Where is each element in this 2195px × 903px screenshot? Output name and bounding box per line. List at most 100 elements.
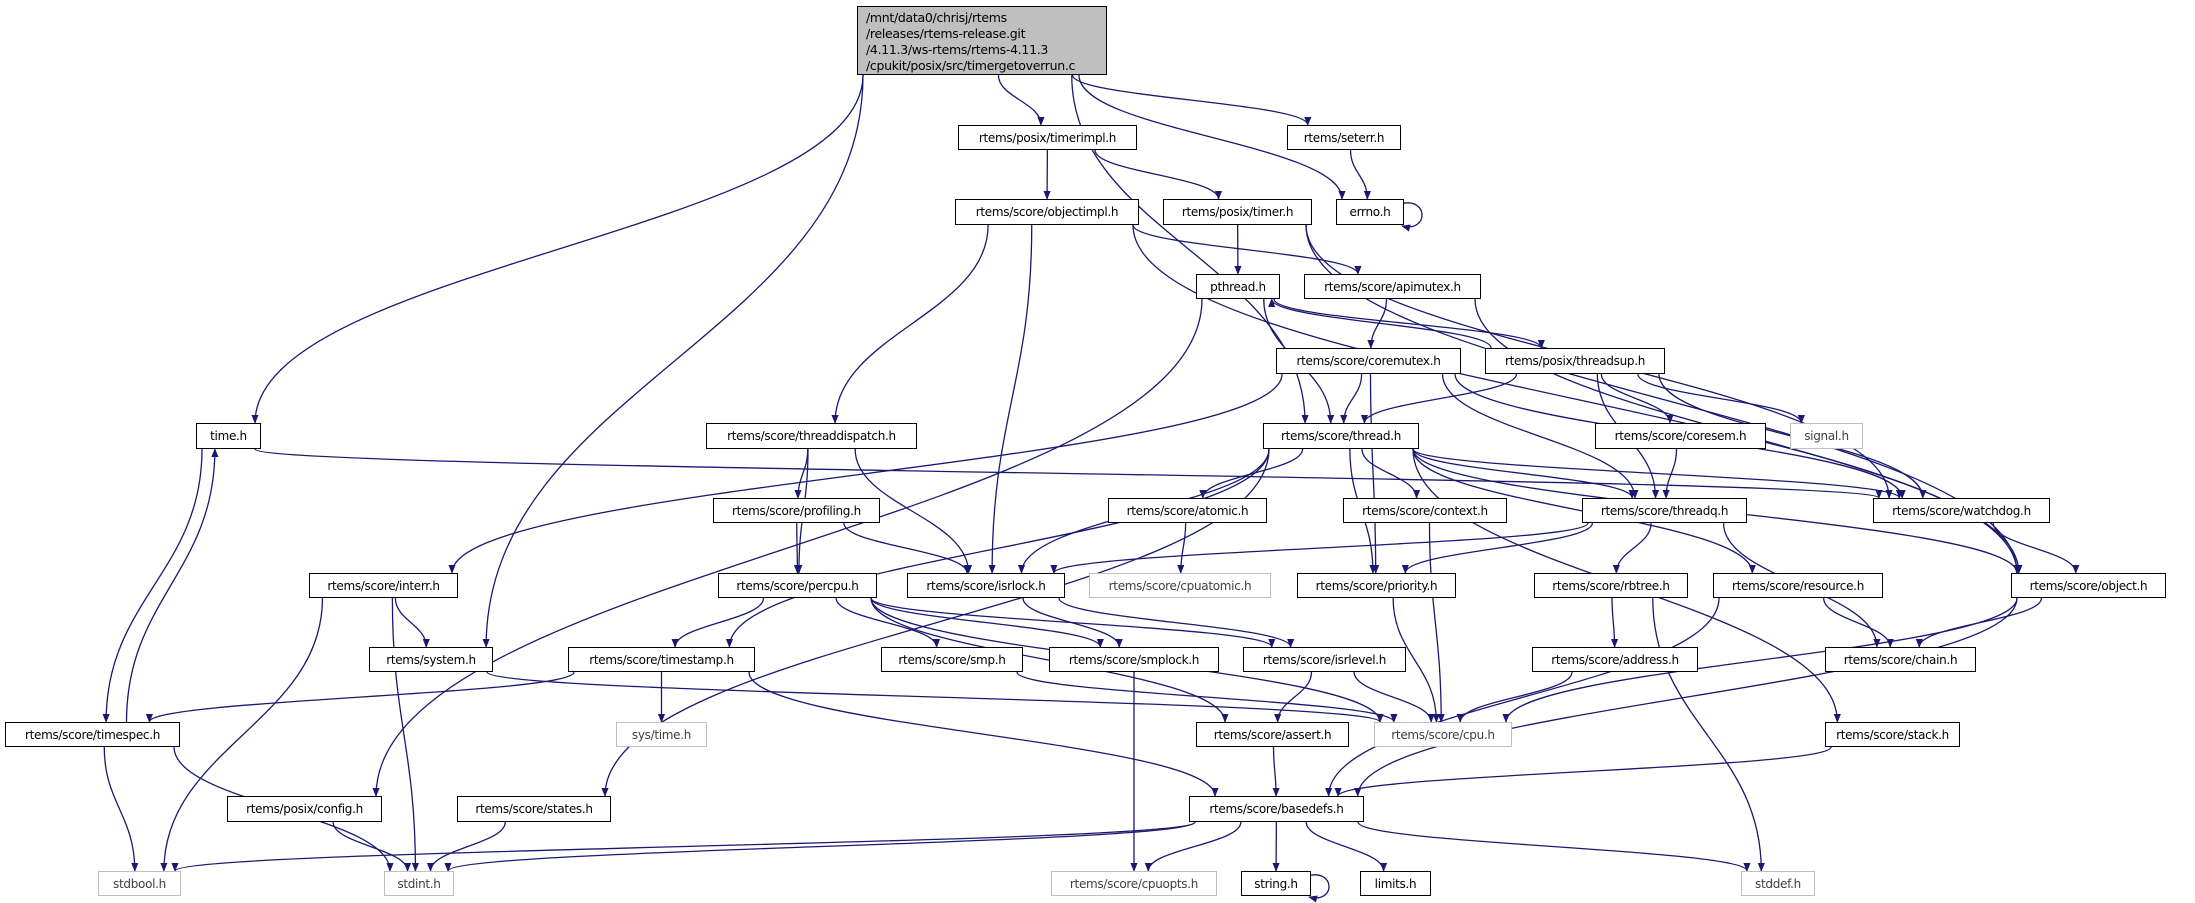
edge-profiling-to-isrlock [843, 522, 971, 574]
edge-priority-to-cpu [1392, 597, 1440, 723]
edge-isrlock-to-smplock [1022, 597, 1123, 648]
node-basedefs[interactable]: rtems/score/basedefs.h [1189, 796, 1364, 822]
node-object[interactable]: rtems/score/object.h [2011, 573, 2166, 598]
edge-coremutex-to-priority [1369, 373, 1380, 574]
edge-percpu-to-smplock [870, 597, 1104, 648]
edge-basedefs-to-cpuopts [1144, 821, 1242, 872]
node-pthread[interactable]: pthread.h [1196, 274, 1280, 299]
edge-seterr-to-errno [1349, 149, 1371, 200]
node-states[interactable]: rtems/score/states.h [457, 796, 611, 822]
edge-threadq-to-rbtree [1612, 522, 1652, 574]
edge-config-to-stdint [332, 821, 412, 872]
node-limits[interactable]: limits.h [1360, 871, 1431, 896]
node-context[interactable]: rtems/score/context.h [1343, 498, 1507, 523]
root-line: /cpukit/posix/src/timergetoverrun.c [866, 58, 1076, 73]
edge-interr-to-stdint [391, 597, 420, 872]
edge-assert-to-basedefs [1272, 746, 1280, 797]
edge-stack-to-basedefs [1334, 746, 1832, 797]
node-config[interactable]: rtems/posix/config.h [227, 796, 382, 822]
node-percpu[interactable]: rtems/score/percpu.h [718, 573, 877, 598]
edge-coremutex-to-threadq [1441, 373, 1639, 499]
edge-root-to-time [251, 74, 864, 424]
edge-basedefs-to-limits [1305, 821, 1388, 872]
node-threaddispatch[interactable]: rtems/score/threaddispatch.h [706, 423, 917, 449]
edge-thread-to-threadq [1412, 448, 1636, 499]
node-rbtree[interactable]: rtems/score/rbtree.h [1534, 573, 1688, 598]
node-coresem[interactable]: rtems/score/coresem.h [1595, 423, 1766, 449]
edge-thread-to-timestamp [725, 448, 1270, 648]
edge-states-to-stdint [426, 821, 506, 872]
node-isrlock[interactable]: rtems/score/isrlock.h [907, 573, 1065, 598]
node-stack[interactable]: rtems/score/stack.h [1825, 722, 1960, 747]
node-root-file[interactable]: /mnt/data0/chrisj/rtems /releases/rtems-… [857, 6, 1107, 75]
root-line: /releases/rtems-release.git [866, 26, 1026, 41]
edge-smp-to-cpu [1016, 671, 1398, 723]
node-apimutex[interactable]: rtems/score/apimutex.h [1304, 274, 1481, 299]
edge-resource-to-chain [1822, 597, 1894, 648]
node-threadq[interactable]: rtems/score/threadq.h [1582, 498, 1747, 523]
edge-timespec-to-stdbool [103, 746, 139, 872]
node-threadsup[interactable]: rtems/posix/threadsup.h [1485, 348, 1665, 374]
node-chain[interactable]: rtems/score/chain.h [1825, 647, 1976, 672]
edge-object-to-basedefs [1354, 597, 2018, 797]
node-smplock[interactable]: rtems/score/smplock.h [1049, 647, 1219, 672]
edge-root-to-errno [1078, 74, 1346, 200]
edge-thread-to-watchdog [1412, 448, 1903, 499]
node-objectimpl[interactable]: rtems/score/objectimpl.h [955, 199, 1139, 225]
node-signal: signal.h [1790, 423, 1863, 449]
edge-objectimpl-to-isrlock [988, 224, 1033, 574]
edge-pthread-to-threadsup [1273, 298, 1545, 349]
root-line: /mnt/data0/chrisj/rtems [866, 10, 1007, 25]
node-profiling[interactable]: rtems/score/profiling.h [713, 498, 880, 523]
node-assert[interactable]: rtems/score/assert.h [1196, 722, 1349, 747]
node-time[interactable]: time.h [196, 423, 261, 449]
node-systime: sys/time.h [616, 722, 707, 747]
node-thread[interactable]: rtems/score/thread.h [1263, 423, 1419, 449]
edge-threadq-to-priority [1401, 522, 1594, 574]
node-resource[interactable]: rtems/score/resource.h [1713, 573, 1883, 598]
node-priority[interactable]: rtems/score/priority.h [1297, 573, 1456, 598]
node-stddef: stddef.h [1741, 871, 1815, 896]
edge-atomic-to-cpuatomic [1177, 522, 1187, 574]
edge-interr-to-system [394, 597, 430, 648]
node-timespec[interactable]: rtems/score/timespec.h [5, 722, 180, 747]
edge-threadsup-to-coresem [1600, 373, 1674, 424]
node-seterr[interactable]: rtems/seterr.h [1287, 125, 1401, 150]
edge-percpu-to-assert [870, 597, 1229, 723]
node-interr[interactable]: rtems/score/interr.h [309, 573, 458, 598]
node-timestamp[interactable]: rtems/score/timestamp.h [568, 647, 755, 672]
edge-coremutex-to-thread [1340, 373, 1363, 424]
node-cpuatomic: rtems/score/cpuatomic.h [1089, 573, 1271, 598]
node-atomic[interactable]: rtems/score/atomic.h [1108, 498, 1267, 523]
node-smp[interactable]: rtems/score/smp.h [881, 647, 1023, 672]
node-coremutex[interactable]: rtems/score/coremutex.h [1276, 348, 1461, 374]
edge-string-to-string [1306, 874, 1330, 903]
edge-basedefs-to-stddef [1357, 821, 1751, 872]
edge-root-to-seterr [1071, 74, 1312, 126]
node-address[interactable]: rtems/score/address.h [1532, 647, 1698, 672]
edge-objectimpl-to-apimutex [1132, 224, 1362, 275]
edge-timespec-to-time [125, 448, 219, 723]
node-timerimpl[interactable]: rtems/posix/timerimpl.h [958, 125, 1137, 150]
edge-errno-to-errno [1399, 202, 1423, 232]
edge-threaddispatch-to-isrlock [854, 448, 973, 574]
node-cpuopts: rtems/score/cpuopts.h [1051, 871, 1217, 896]
node-isrlevel[interactable]: rtems/score/isrlevel.h [1243, 647, 1406, 672]
edge-pthread-to-config [372, 298, 1203, 797]
edge-percpu-to-smp [835, 597, 941, 648]
edge-threadsup-to-pthread [1268, 298, 1492, 349]
node-timer[interactable]: rtems/posix/timer.h [1163, 199, 1312, 225]
node-errno[interactable]: errno.h [1336, 199, 1404, 225]
edge-system-to-cpu [486, 671, 1384, 723]
edge-thread-to-atomic [1199, 448, 1304, 499]
node-system[interactable]: rtems/system.h [369, 647, 493, 672]
root-line: /4.11.3/ws-rtems/rtems-4.11.3 [866, 42, 1049, 57]
node-string[interactable]: string.h [1241, 871, 1311, 896]
edge-interr-to-stdbool [160, 597, 324, 872]
edge-watchdog-to-object [1992, 522, 2080, 574]
edge-time-to-timespec [102, 448, 203, 723]
edge-isrlevel-to-cpu [1353, 671, 1435, 723]
node-watchdog[interactable]: rtems/score/watchdog.h [1873, 498, 2050, 523]
edge-threadq-to-isrlock [1050, 522, 1589, 574]
